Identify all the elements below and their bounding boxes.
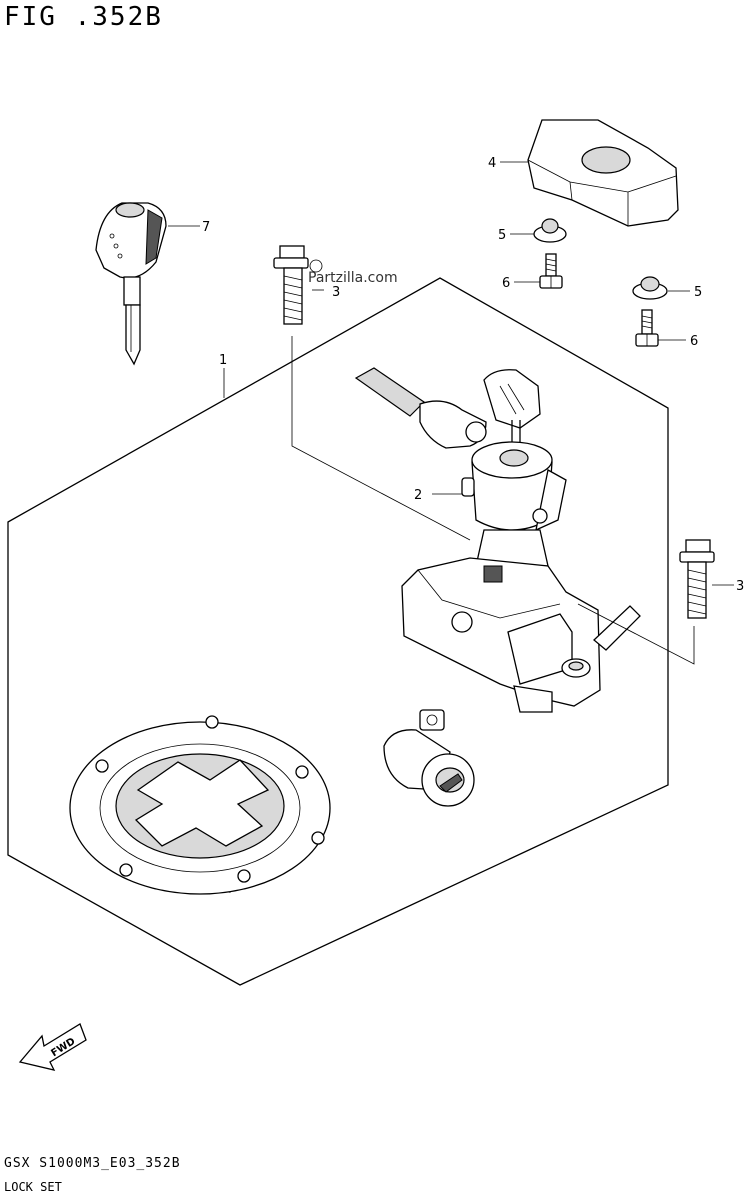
callout-3-right[interactable]: 3 bbox=[736, 579, 744, 594]
washer-icon[interactable] bbox=[632, 276, 668, 300]
reference-code: GSX S1000M3_E03_352B bbox=[4, 1156, 181, 1171]
lock-set-assembly-boundary bbox=[7, 277, 669, 986]
steering-lock-switch-icon[interactable] bbox=[354, 367, 641, 713]
watermark: Partzilla.com bbox=[308, 270, 398, 286]
callout-2[interactable]: 2 bbox=[414, 488, 422, 503]
callout-5-upper[interactable]: 5 bbox=[498, 228, 506, 243]
callout-1[interactable]: 1 bbox=[219, 353, 227, 368]
switch-cover-icon[interactable] bbox=[527, 119, 679, 227]
callout-6-right[interactable]: 6 bbox=[690, 334, 698, 349]
key-icon[interactable] bbox=[95, 202, 167, 366]
callout-7[interactable]: 7 bbox=[202, 220, 210, 235]
bolt-icon[interactable] bbox=[679, 539, 715, 619]
screw-icon[interactable] bbox=[539, 253, 563, 289]
callout-4[interactable]: 4 bbox=[488, 156, 496, 171]
seat-lock-cylinder-icon[interactable] bbox=[383, 709, 475, 807]
callout-3-upper[interactable]: 3 bbox=[332, 285, 340, 300]
figure-caption: LOCK SET bbox=[4, 1180, 62, 1194]
screw-icon[interactable] bbox=[635, 309, 659, 347]
leader-lines bbox=[168, 161, 734, 665]
callout-5-right[interactable]: 5 bbox=[694, 285, 702, 300]
fuel-cap-assembly-icon[interactable] bbox=[69, 715, 331, 895]
figure-title: FIG .352B bbox=[4, 2, 163, 32]
bolt-icon[interactable] bbox=[273, 245, 323, 325]
callout-6-upper[interactable]: 6 bbox=[502, 276, 510, 291]
washer-icon[interactable] bbox=[533, 218, 567, 243]
forward-direction-arrow: FWD bbox=[18, 1023, 87, 1071]
